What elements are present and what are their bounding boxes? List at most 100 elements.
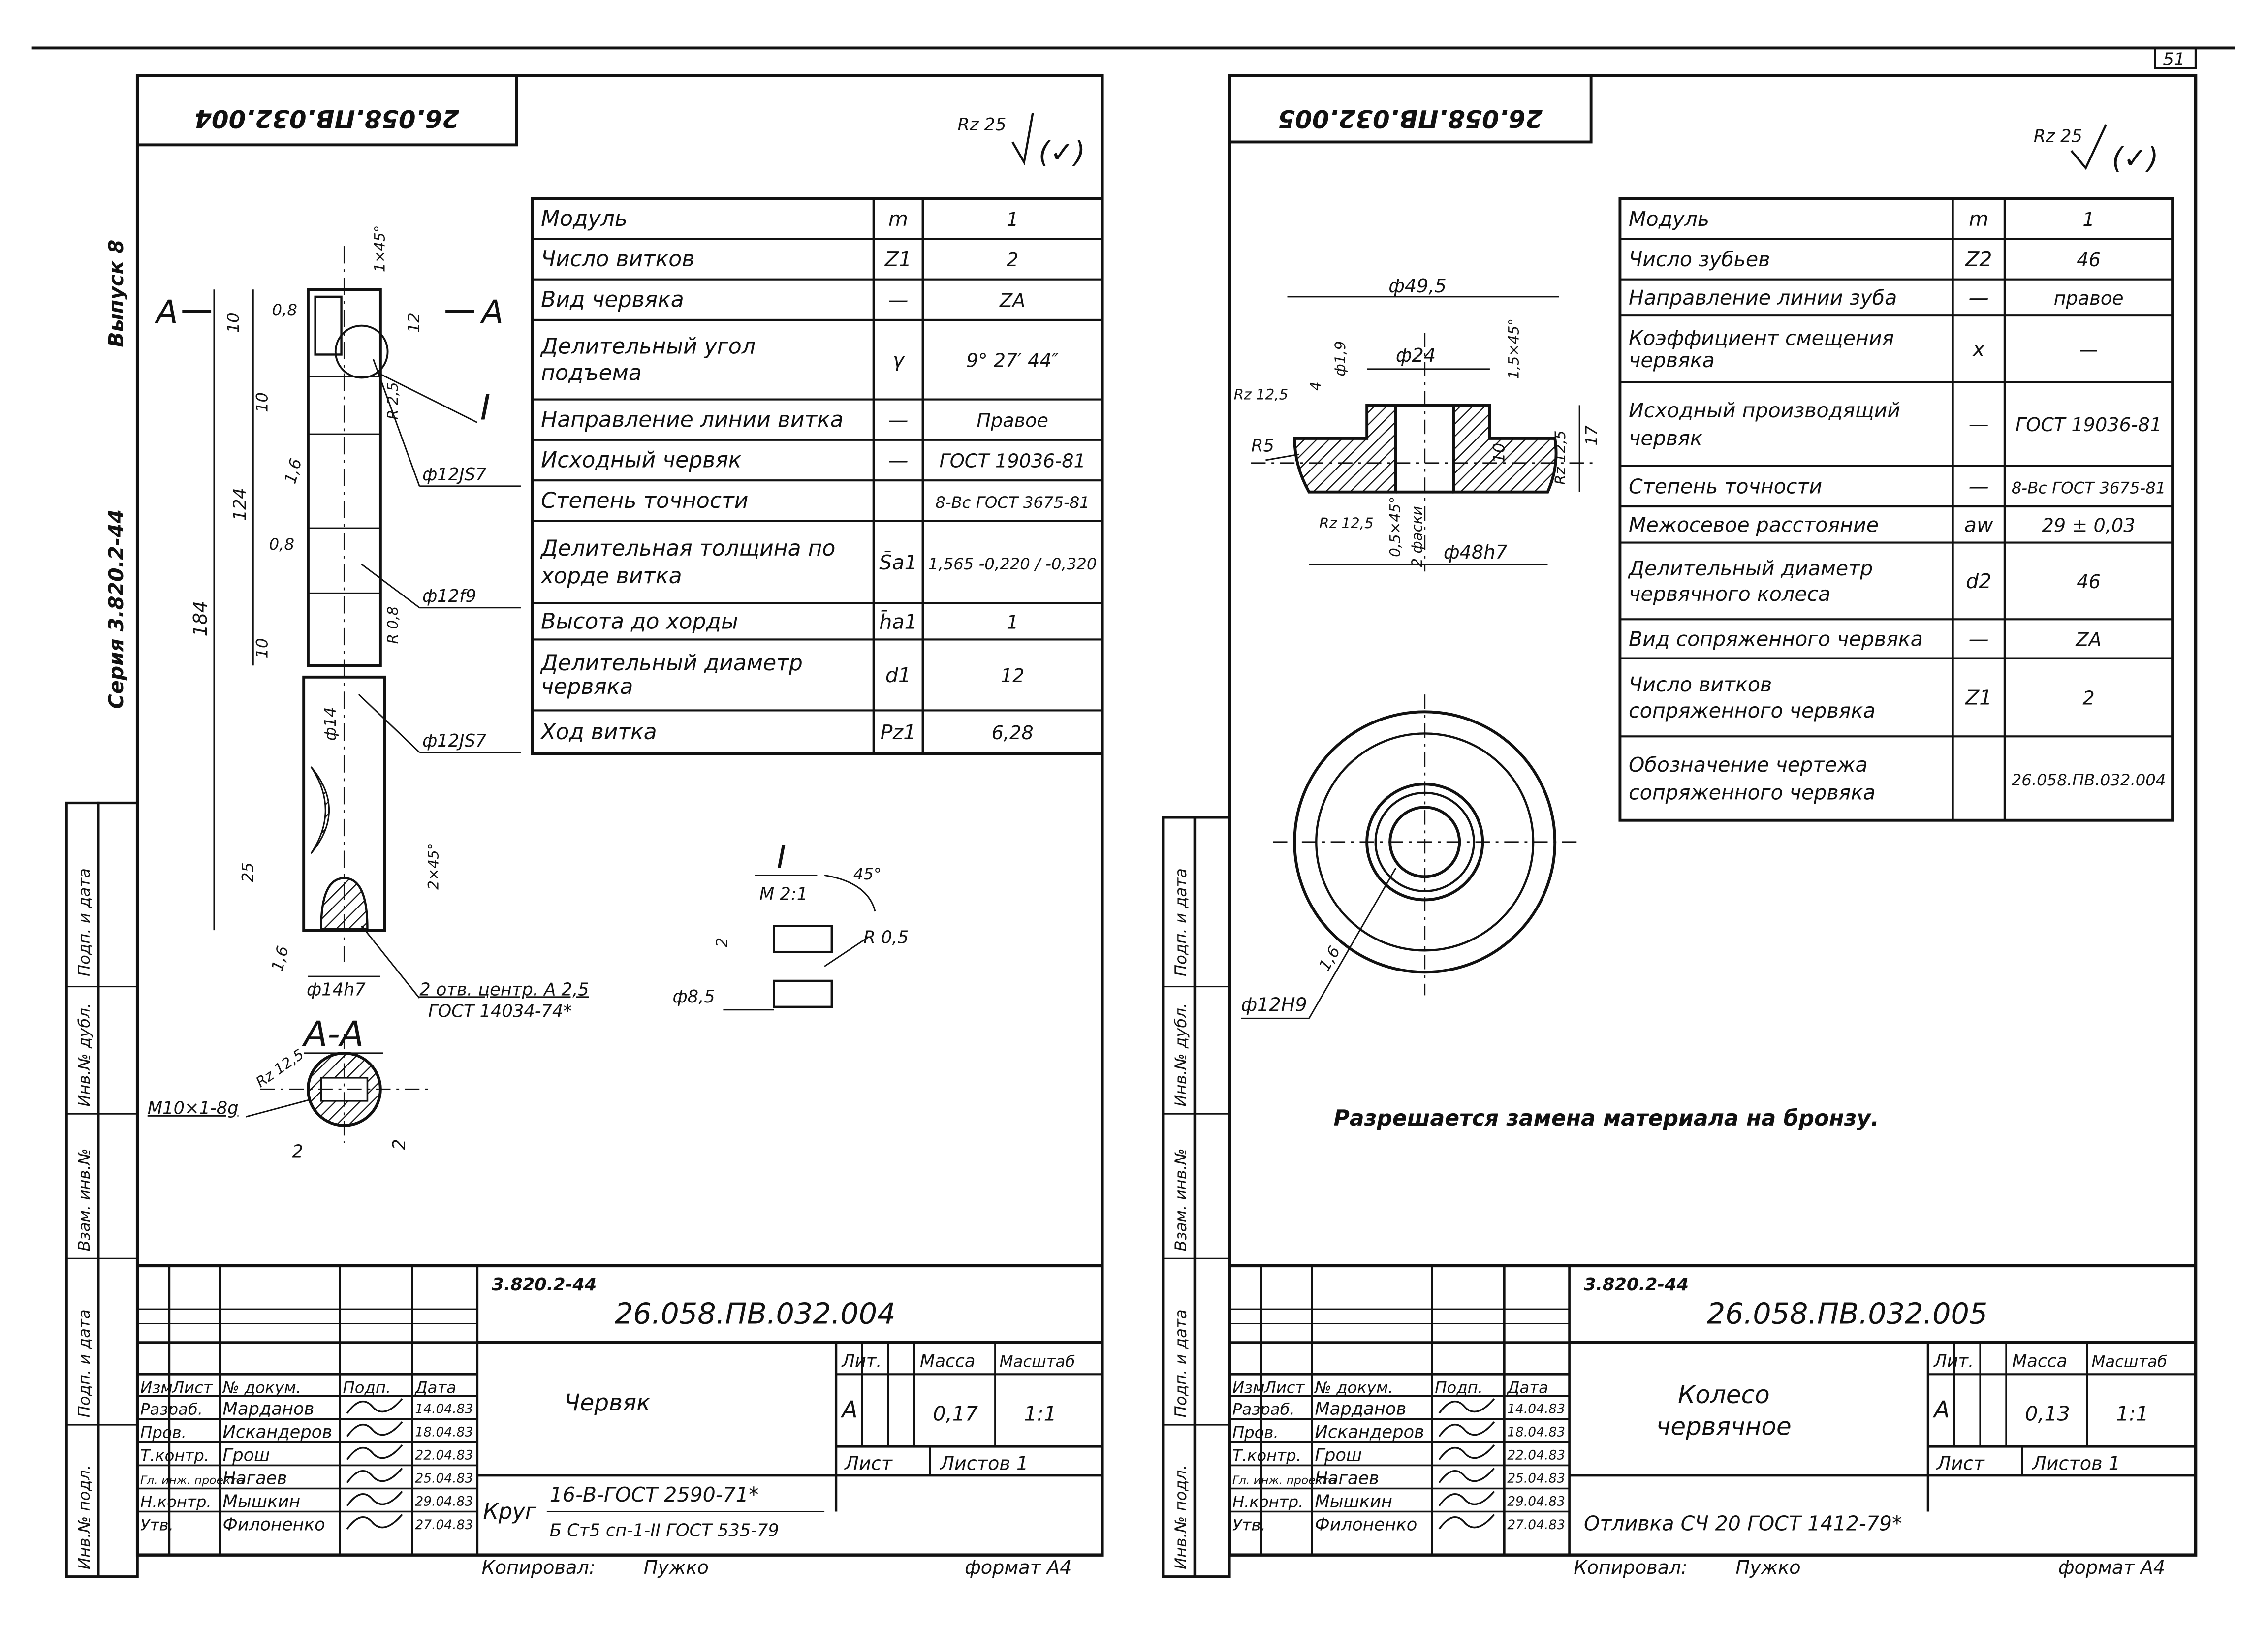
title-lit-header: Лит.: [841, 1351, 882, 1372]
phi-14: ф14: [321, 707, 340, 741]
title-doc-code: 26.058.ПВ.032.004: [615, 1296, 896, 1330]
right-param-name: Коэффициент смещения: [1629, 326, 1894, 350]
right-param-value: —: [2079, 339, 2098, 361]
right-param-value: 8-Вс ГОСТ 3675-81: [2012, 479, 2166, 498]
title-mass-header: Масса: [920, 1351, 975, 1372]
title-role: Гл. инж. проекта: [140, 1473, 244, 1487]
title-person: Марданов: [1315, 1399, 1406, 1419]
title-sheet-label: Лист: [1936, 1453, 1985, 1474]
right-frame: [1228, 74, 2198, 1557]
title-mass-header: Масса: [2012, 1351, 2067, 1372]
title-lit: А: [1932, 1396, 1950, 1423]
wheel-section-right: [1452, 404, 1558, 494]
right-param-value: 29 ± 0,03: [2042, 515, 2136, 536]
title-person: Филоненко: [1315, 1515, 1417, 1535]
phi-12js7-bot: ф12JS7: [422, 731, 487, 751]
signature: [1438, 1491, 1495, 1506]
phi-12f9: ф12f9: [422, 586, 476, 606]
right-param-value: 46: [2077, 250, 2101, 271]
side-stamp-5: Инв.№ подл.: [75, 1465, 94, 1569]
right-param-name: Вид сопряженного червяка: [1629, 627, 1923, 651]
title-part-name: Червяк: [564, 1389, 651, 1416]
title-date: 29.04.83: [415, 1494, 473, 1509]
left-param-name: Делительная толщина по: [540, 536, 835, 561]
left-roughness-mark: (✓): [1039, 135, 1085, 169]
signature: [1438, 1468, 1495, 1483]
left-param-symbol: —: [888, 449, 908, 472]
title-date: 18.04.83: [415, 1425, 473, 1440]
left-param-symbol: m: [888, 207, 908, 231]
right-param-name: Исходный производящий: [1629, 399, 1900, 422]
title-date: 25.04.83: [1507, 1471, 1565, 1486]
right-param-name: сопряженного червяка: [1629, 699, 1875, 722]
title-role: Утв.: [1232, 1516, 1266, 1535]
title-sheet-label: Лист: [844, 1453, 893, 1474]
left-param-name: Делительный угол: [540, 334, 756, 359]
phi-12js7-top: ф12JS7: [422, 465, 487, 485]
title-date: 22.04.83: [1507, 1448, 1565, 1463]
title-date: 27.04.83: [1507, 1517, 1565, 1533]
detail-circle: [334, 324, 389, 379]
right-param-value: 1: [2082, 209, 2094, 231]
right-side-stamp: Подп. и дата Инв.№ дубл. Взам. инв.№ Под…: [1162, 816, 1231, 1578]
title-format: формат А4: [965, 1557, 1071, 1579]
title-person: Филоненко: [223, 1515, 325, 1535]
left-param-name: червяка: [541, 674, 633, 699]
title-person: Грош: [223, 1445, 270, 1466]
title-role: Разраб.: [140, 1400, 203, 1419]
dim-16-a: 1,6: [281, 457, 306, 486]
title-role: Гл. инж. проекта: [1232, 1473, 1336, 1487]
chamfer-1: 1×45°: [372, 225, 388, 272]
right-param-symbol: —: [1969, 475, 1989, 499]
wheel-section: ф49,5 ф24 ф1,9 4 1,5×45° 10 17 Rz 12,5 R…: [1234, 276, 1601, 572]
left-rotated-code: 26.058.ПВ.032.004: [194, 104, 459, 133]
side-stamp-r4: Подп. и дата: [1171, 1309, 1190, 1417]
signature: [346, 1491, 403, 1506]
detail-view: I М 2:1 ф8,5 R 0,5 45° 2: [673, 839, 909, 1011]
phi-24: ф24: [1396, 345, 1436, 367]
right-roughness-mark: (✓): [2112, 141, 2159, 175]
right-param-value: ZA: [2075, 629, 2101, 651]
rz-125-c: Rz 12,5: [1552, 430, 1569, 485]
phi-495: ф49,5: [1388, 276, 1447, 297]
right-param-symbol: d2: [1966, 569, 1991, 593]
dim-17: 17: [1582, 425, 1601, 446]
phi-19: ф1,9: [1332, 341, 1349, 376]
dim-4: 4: [1307, 381, 1324, 391]
signature: [1438, 1398, 1495, 1414]
section-dim-2a: 2: [292, 1141, 303, 1161]
left-param-value: 1: [1007, 612, 1018, 633]
detail-mark-main: I: [480, 388, 491, 428]
left-param-name: Ход витка: [540, 720, 657, 745]
side-stamp-3: Взам. инв.№: [75, 1148, 94, 1251]
dim-25: 25: [238, 862, 257, 882]
section-dim-2b: 2: [389, 1139, 410, 1150]
title-part-name-2: червячное: [1656, 1412, 1792, 1441]
left-param-name: хорде витка: [540, 564, 682, 589]
left-param-name: Делительный диаметр: [540, 651, 803, 676]
title-date: 29.04.83: [1507, 1494, 1565, 1509]
signature: [346, 1444, 403, 1460]
r-5: R5: [1251, 436, 1274, 456]
title-scale: 1:1: [1024, 1402, 1057, 1425]
title-role: Пров.: [140, 1423, 187, 1442]
title-role: Н.контр.: [1232, 1493, 1304, 1511]
right-roughness-check: [2070, 124, 2107, 170]
title-scale-header: Масштаб: [1000, 1352, 1075, 1371]
dim-124: 124: [230, 488, 251, 521]
left-param-name: Модуль: [541, 206, 628, 231]
signature: [346, 1398, 403, 1414]
centers-std: ГОСТ 14034-74*: [428, 1001, 572, 1021]
right-roughness: Rz 25: [2034, 126, 2082, 146]
title-date: 14.04.83: [415, 1402, 473, 1417]
title-col-header: Изм: [1232, 1378, 1265, 1397]
two-faces: 2 фаски: [1409, 506, 1425, 567]
right-param-name: Степень точности: [1629, 475, 1822, 499]
left-param-value: ГОСТ 19036-81: [939, 451, 1085, 472]
left-param-symbol: h̄a1: [879, 610, 917, 633]
section-aa: А-А M10×1-8g Rz 12,5 2 2: [148, 1014, 428, 1161]
series-label: Серия 3.820.2-44: [104, 509, 128, 709]
chamfer-15: 1,5×45°: [1506, 318, 1522, 379]
